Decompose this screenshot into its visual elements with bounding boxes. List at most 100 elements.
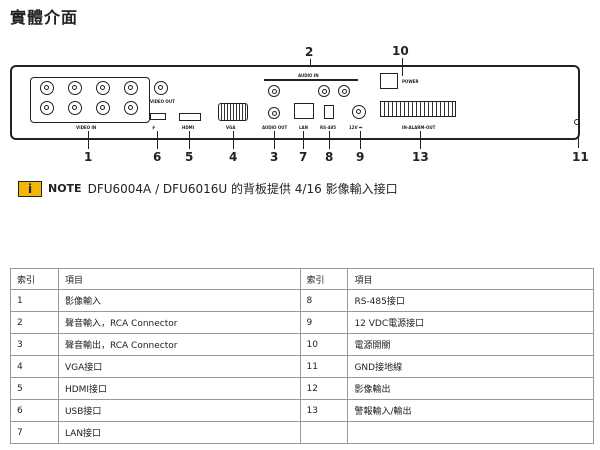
callout-line-5 [189, 131, 191, 149]
table-cell: 5 [10, 377, 59, 400]
table-cell: LAN接口 [57, 421, 301, 444]
table-cell: HDMI接口 [57, 377, 301, 400]
table-row: 3 聲音輸出，RCA Connector 10 電源開關 [10, 333, 594, 356]
bnc-connector [96, 101, 110, 115]
bnc-connector [96, 81, 110, 95]
table-row: 1 影像輸入 8 RS-485接口 [10, 289, 594, 312]
audio-in-label: AUDIO IN [298, 73, 319, 78]
table-cell: RS-485接口 [347, 289, 594, 312]
power-input-label: 12V ⎓ [349, 125, 363, 130]
usb-port [150, 113, 166, 120]
alarm-terminal-block [380, 101, 456, 117]
bnc-connector [68, 81, 82, 95]
callout-2: 2 [305, 45, 314, 59]
audio-in-rca [338, 85, 350, 97]
table-cell: 電源開關 [347, 333, 594, 356]
callout-13: 13 [412, 150, 429, 164]
table-cell: 4 [10, 355, 59, 378]
header-index: 索引 [10, 268, 59, 290]
callout-line-11 [578, 128, 580, 148]
callout-line-10 [402, 58, 404, 76]
note-label: NOTE [48, 182, 82, 195]
alarm-label: IN-ALARM-OUT [402, 125, 436, 130]
callout-8: 8 [325, 150, 334, 164]
table-cell [299, 421, 349, 444]
header-item: 項目 [57, 268, 301, 290]
callout-3: 3 [270, 150, 279, 164]
callout-1: 1 [84, 150, 93, 164]
video-in-label: VIDEO IN [76, 125, 97, 130]
table-cell: 1 [10, 289, 59, 312]
table-row: 4 VGA接口 11 GND接地線 [10, 355, 594, 378]
table-cell: 10 [299, 333, 349, 356]
interface-table: 索引 項目 索引 項目 1 影像輸入 8 RS-485接口 2 聲音輸入，RCA… [10, 268, 594, 444]
table-cell: 8 [299, 289, 349, 312]
usb-label: ⭍ [152, 125, 156, 130]
table-cell: 3 [10, 333, 59, 356]
bnc-connector [124, 81, 138, 95]
vga-port [218, 103, 248, 121]
rs485-port [324, 105, 334, 119]
power-switch [380, 73, 398, 89]
vga-label: VGA [226, 125, 236, 130]
hdmi-label: HDMI [182, 125, 195, 130]
table-header-row: 索引 項目 索引 項目 [10, 268, 594, 290]
callout-line-13 [420, 131, 422, 149]
audio-out-rca [268, 107, 280, 119]
callout-line-4 [233, 131, 235, 149]
callout-9: 9 [356, 150, 365, 164]
callout-line-7 [303, 131, 305, 149]
callout-5: 5 [185, 150, 194, 164]
callout-line-3 [274, 131, 276, 149]
callout-6: 6 [153, 150, 162, 164]
rs485-label: RS-485 [320, 125, 336, 130]
table-cell: 聲音輸出，RCA Connector [57, 333, 301, 356]
audio-in-bracket [264, 79, 358, 81]
note-box: i NOTE DFU6004A / DFU6016U 的背板提供 4/16 影像… [18, 180, 398, 197]
table-cell [347, 421, 594, 444]
page-title: 實體介面 [10, 8, 79, 27]
lan-label: LAN [299, 125, 308, 130]
callout-line-6 [157, 131, 159, 149]
callout-line-8 [329, 131, 331, 149]
callout-11: 11 [572, 150, 589, 164]
header-item: 項目 [347, 268, 594, 290]
header-index: 索引 [299, 268, 349, 290]
table-cell: 聲音輸入，RCA Connector [57, 311, 301, 334]
bnc-connector [40, 81, 54, 95]
table-cell: 2 [10, 311, 59, 334]
table-row: 7 LAN接口 [10, 421, 594, 444]
table-cell: 7 [10, 421, 59, 444]
callout-4: 4 [229, 150, 238, 164]
bnc-connector [124, 101, 138, 115]
table-cell: 11 [299, 355, 349, 378]
ground-icon [574, 119, 580, 125]
hdmi-port [179, 113, 201, 121]
audio-in-rca [268, 85, 280, 97]
callout-line-1 [88, 131, 90, 149]
table-cell: 12 VDC電源接口 [347, 311, 594, 334]
bnc-connector [68, 101, 82, 115]
table-cell: 影像輸入 [57, 289, 301, 312]
table-row: 2 聲音輸入，RCA Connector 9 12 VDC電源接口 [10, 311, 594, 334]
video-out-connector [154, 81, 168, 95]
audio-in-rca [318, 85, 330, 97]
table-cell: USB接口 [57, 399, 301, 422]
table-cell: VGA接口 [57, 355, 301, 378]
lan-port [294, 103, 314, 119]
table-row: 6 USB接口 13 警報輸入/輸出 [10, 399, 594, 422]
note-text: DFU6004A / DFU6016U 的背板提供 4/16 影像輸入接口 [87, 182, 398, 196]
callout-line-9 [360, 131, 362, 149]
table-row: 5 HDMI接口 12 影像輸出 [10, 377, 594, 400]
table-cell: 影像輸出 [347, 377, 594, 400]
table-cell: GND接地線 [347, 355, 594, 378]
callout-10: 10 [392, 44, 409, 58]
table-cell: 警報輸入/輸出 [347, 399, 594, 422]
info-icon: i [18, 180, 42, 197]
power-input-connector [352, 105, 366, 119]
table-cell: 9 [299, 311, 349, 334]
video-out-label: VIDEO OUT [150, 99, 175, 104]
table-cell: 6 [10, 399, 59, 422]
audio-out-label: AUDIO OUT [262, 125, 288, 130]
bnc-connector [40, 101, 54, 115]
